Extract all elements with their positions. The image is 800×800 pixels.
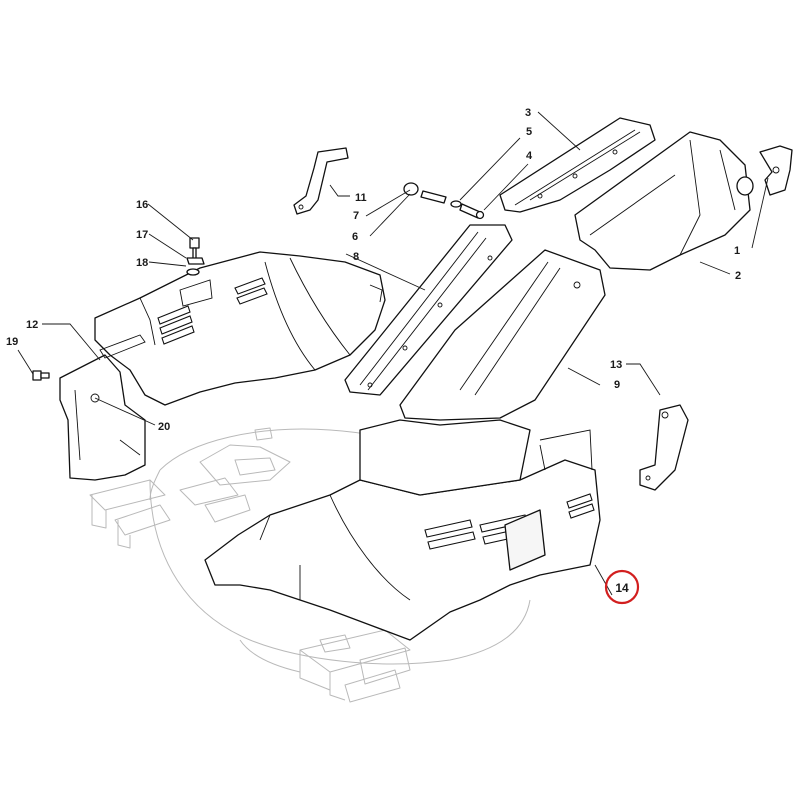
strip-8 [344, 224, 513, 396]
callout-labels: 1 2 3 4 5 6 7 8 9 11 12 13 16 17 18 19 2… [6, 107, 741, 433]
chute-9 [399, 249, 606, 421]
front-housing-14 [204, 419, 601, 641]
callout-18: 18 [136, 257, 148, 269]
callout-4: 4 [526, 150, 533, 162]
callout-14: 14 [615, 581, 629, 595]
pin-set-5-6-7 [403, 182, 485, 220]
callout-1: 1 [734, 245, 740, 257]
callout-2: 2 [735, 270, 741, 282]
hardware-16-17-18 [186, 237, 205, 276]
clip-1 [759, 145, 793, 196]
callout-11: 11 [355, 192, 367, 204]
bolt-19 [32, 370, 50, 381]
bracket-13 [639, 404, 689, 491]
callout-5: 5 [526, 126, 532, 138]
top-duct-3 [499, 117, 656, 213]
callout-20: 20 [158, 421, 170, 433]
left-side-housing [59, 251, 386, 481]
leader-lines [17, 111, 769, 596]
callout-6: 6 [352, 231, 358, 243]
callout-12: 12 [26, 319, 38, 331]
outlet-duct-2 [574, 131, 754, 271]
callout-19: 19 [6, 336, 18, 348]
callout-16: 16 [136, 199, 148, 211]
callout-9: 9 [614, 379, 620, 391]
highlight-ring [604, 569, 640, 605]
mower-deck-ghost [89, 427, 531, 703]
bracket-11 [293, 147, 349, 215]
callout-7: 7 [353, 210, 359, 222]
callout-3: 3 [525, 107, 531, 119]
callout-17: 17 [136, 229, 148, 241]
callout-8: 8 [353, 251, 359, 263]
callout-13: 13 [610, 359, 622, 371]
highlighted-callout-14[interactable]: 14 [604, 569, 640, 605]
